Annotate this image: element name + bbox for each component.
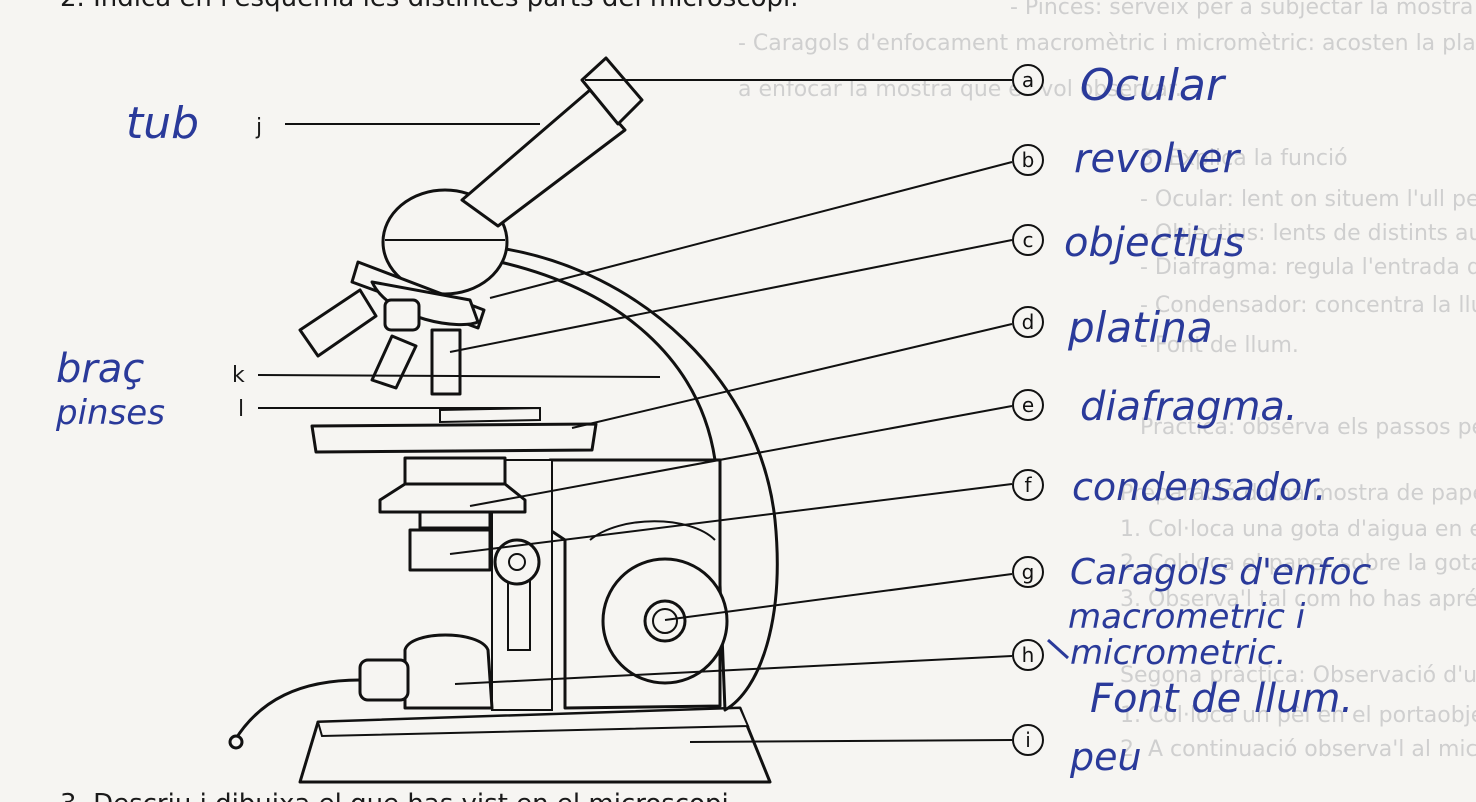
ghost-line: 2. Col·loca el paper sobre la gota — [1120, 551, 1476, 576]
ghost-line: Preparació d'una mostra de paper — [1120, 481, 1476, 506]
condenser-neck — [418, 510, 492, 530]
leader-lines — [257, 79, 1013, 743]
svg-text:d: d — [1022, 310, 1035, 334]
leader-b — [489, 161, 1013, 299]
answer-h: Font de llum. — [1090, 676, 1353, 722]
svg-text:b: b — [1022, 148, 1035, 172]
svg-text:i: i — [1025, 728, 1031, 752]
leader-d — [571, 323, 1013, 429]
answer-g-line3: micrometric. — [1070, 633, 1286, 673]
condenser-ring — [378, 482, 527, 514]
circled-label-e: e — [1012, 389, 1044, 421]
svg-text:h: h — [1022, 643, 1035, 667]
microscope-arm — [498, 246, 779, 712]
ghost-line: - Ocular: lent on situem l'ull per a obs… — [1140, 187, 1476, 212]
cable-plug — [228, 734, 244, 750]
circled-label-h: h — [1012, 639, 1044, 671]
microscope-illustration — [228, 56, 779, 784]
ghost-line: - Diafragma: regula l'entrada de llum. — [1140, 255, 1476, 280]
ocular-eyepiece — [580, 56, 644, 126]
answer-j-tub: tub — [126, 98, 199, 149]
svg-text:c: c — [1023, 228, 1034, 252]
ghost-line: 3. Observa'l tal com ho has aprés — [1120, 587, 1476, 612]
rack-slot — [507, 579, 531, 651]
ghost-line: - Pinces: serveix per a subjectar la mos… — [1010, 0, 1473, 20]
circled-label-g: g — [1012, 556, 1044, 588]
heading-bottom: 3. Descriu i dibuixa el que has vist en … — [60, 789, 737, 802]
circled-label-c: c — [1012, 224, 1044, 256]
leader-f — [449, 483, 1013, 555]
answer-f: condensador. — [1072, 465, 1326, 509]
svg-text:g: g — [1022, 560, 1035, 584]
answer-l-pinses: pinses — [55, 393, 165, 433]
leader-k — [257, 374, 661, 378]
background-bleed-text: - Pinces: serveix per a subjectar la mos… — [738, 0, 1476, 762]
answer-e: diafragma. — [1080, 384, 1298, 430]
power-cable — [233, 678, 361, 741]
light-source-housing — [403, 633, 494, 710]
printed-label-l: l — [238, 397, 244, 422]
stage-platina — [310, 422, 598, 454]
micro-focus-knob-center — [652, 608, 678, 634]
foot-top-edge — [316, 706, 750, 738]
knob-housing — [589, 520, 716, 541]
ghost-line: Practica: observa els passos per a pract… — [1140, 415, 1476, 440]
printed-label-k: k — [232, 363, 245, 388]
diaphragm — [403, 456, 507, 486]
ghost-line: a enfocar la mostra que es vol observar. — [738, 77, 1182, 102]
stage-clips — [439, 406, 541, 424]
svg-text:f: f — [1024, 473, 1032, 497]
leader-h — [454, 655, 1013, 685]
answer-i: peu — [1069, 735, 1142, 779]
ghost-line: - Condensador: concentra la llum sobre l… — [1140, 293, 1476, 318]
circled-label-f: f — [1012, 469, 1044, 501]
heading-top: 2. Indica en l'esquema les distintes par… — [60, 0, 799, 13]
answer-d: platina — [1067, 303, 1213, 352]
objective-lens-front — [383, 298, 421, 332]
leader-g — [664, 573, 1013, 621]
objective-lens-angled — [370, 334, 418, 390]
answer-b: revolver — [1074, 136, 1242, 182]
ghost-line: - Caragols d'enfocament macromètric i mi… — [738, 31, 1476, 56]
answer-arrow-stroke — [1046, 638, 1070, 660]
circled-label-i: i — [1012, 724, 1044, 756]
ghost-line: - Objectius: lents de distints augments. — [1140, 221, 1476, 246]
answer-a: Ocular — [1080, 60, 1227, 111]
handwritten-answers: tub braç pinses Ocular revolver objectiu… — [55, 60, 1372, 779]
objective-lens-down — [430, 328, 462, 396]
leader-e — [469, 405, 1013, 507]
ghost-line: 3. Explica la funció — [1140, 146, 1348, 171]
objective-lens-left — [298, 288, 378, 358]
svg-text:e: e — [1022, 393, 1034, 417]
circled-label-a: a — [1012, 64, 1044, 96]
answer-k-bras: braç — [56, 346, 144, 392]
printed-label-j: j — [255, 115, 262, 140]
circled-label-d: d — [1012, 306, 1044, 338]
ghost-line: 1. Col·loca un pèl en el portaobjectes — [1120, 703, 1476, 728]
svg-text:a: a — [1022, 68, 1034, 92]
lamp-socket — [358, 658, 410, 702]
circled-labels: a b c d e f g h i — [1012, 64, 1044, 756]
ghost-line: 2. A continuació observa'l al microscopi — [1120, 737, 1476, 762]
leader-c — [449, 239, 1013, 353]
circled-label-b: b — [1012, 144, 1044, 176]
revolver-body — [370, 280, 480, 326]
eyepiece-tube — [460, 88, 627, 228]
condenser-knob-center — [508, 553, 526, 571]
leader-i — [689, 739, 1013, 743]
answer-g-line1: Caragols d'enfoc — [1070, 552, 1372, 593]
answer-c: objectius — [1064, 220, 1245, 266]
ghost-line: - Font de llum. — [1140, 333, 1299, 358]
ghost-line: 1. Col·loca una gota d'aigua en el porta… — [1120, 517, 1476, 542]
ghost-line: Segona pràctica: Observació d'un pèl — [1120, 663, 1476, 688]
answer-g-line2: macrometric i — [1068, 597, 1306, 637]
